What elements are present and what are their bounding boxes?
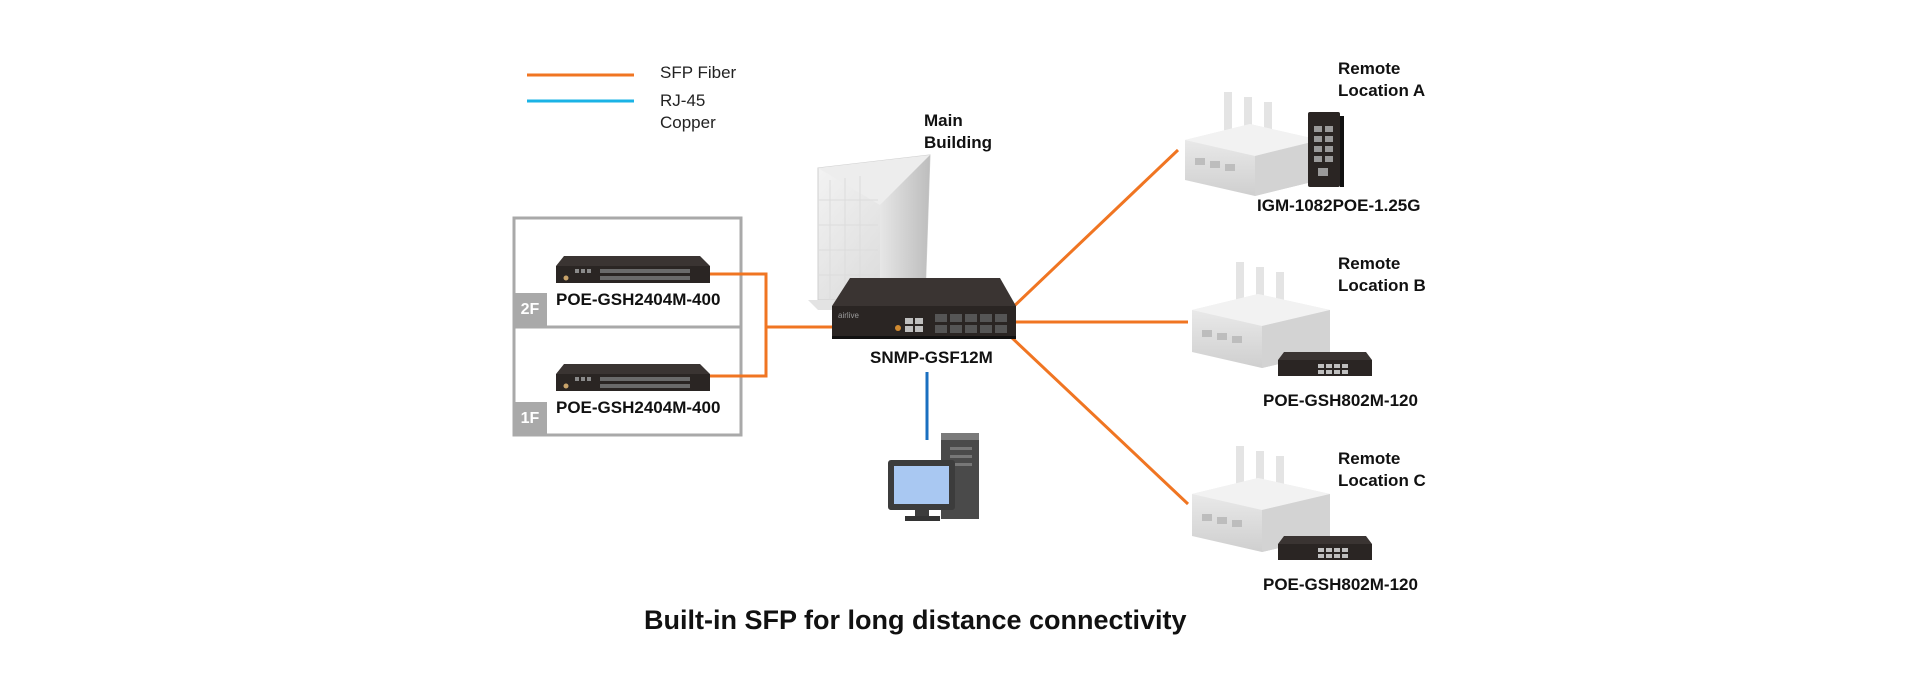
legend-copper-label-line1: RJ-45	[660, 91, 706, 110]
remote-switch-c-icon	[1278, 536, 1372, 560]
floor-switch-1f-label: POE-GSH2404M-400	[556, 398, 721, 417]
remote-c-model: POE-GSH802M-120	[1263, 575, 1418, 594]
floor-tag-2f: 2F	[513, 293, 547, 327]
remote-c-label-line1: Remote	[1338, 449, 1401, 468]
floor-tag-1f: 1F	[513, 402, 547, 436]
factory-a-icon	[1185, 92, 1320, 196]
remote-switch-b-icon	[1278, 352, 1372, 376]
remote-b-label-line2: Location B	[1338, 276, 1426, 295]
fiber-link-2f	[710, 272, 768, 378]
fiber-link-remote-a	[1008, 148, 1180, 312]
fiber-link-remote-c	[1008, 334, 1190, 506]
remote-a-model: IGM-1082POE-1.25G	[1257, 196, 1421, 215]
core-switch-icon	[832, 278, 1016, 339]
main-building-label-line1: Main	[924, 111, 963, 130]
computer-icon	[888, 433, 979, 521]
diagram-caption: Built-in SFP for long distance connectiv…	[644, 605, 1187, 635]
core-switch-brand: airlive	[838, 311, 859, 320]
floor-switch-2f-icon	[556, 256, 710, 283]
main-building-label-line2: Building	[924, 133, 992, 152]
core-switch-label: SNMP-GSF12M	[870, 348, 993, 367]
fiber-links	[710, 148, 1190, 506]
remote-a-label-line2: Location A	[1338, 81, 1426, 100]
main-building-icon	[808, 154, 935, 310]
remote-c-label-line2: Location C	[1338, 471, 1426, 490]
remote-b-model: POE-GSH802M-120	[1263, 391, 1418, 410]
legend-fiber-label: SFP Fiber	[660, 63, 737, 82]
remote-a-label-line1: Remote	[1338, 59, 1401, 78]
factory-b-icon	[1192, 262, 1330, 368]
industrial-switch-a-icon	[1308, 112, 1344, 187]
remote-b-label-line1: Remote	[1338, 254, 1401, 273]
floor-switch-1f-icon	[556, 364, 710, 391]
floor-switch-2f-label: POE-GSH2404M-400	[556, 290, 721, 309]
legend-copper-label-line2: Copper	[660, 113, 716, 132]
